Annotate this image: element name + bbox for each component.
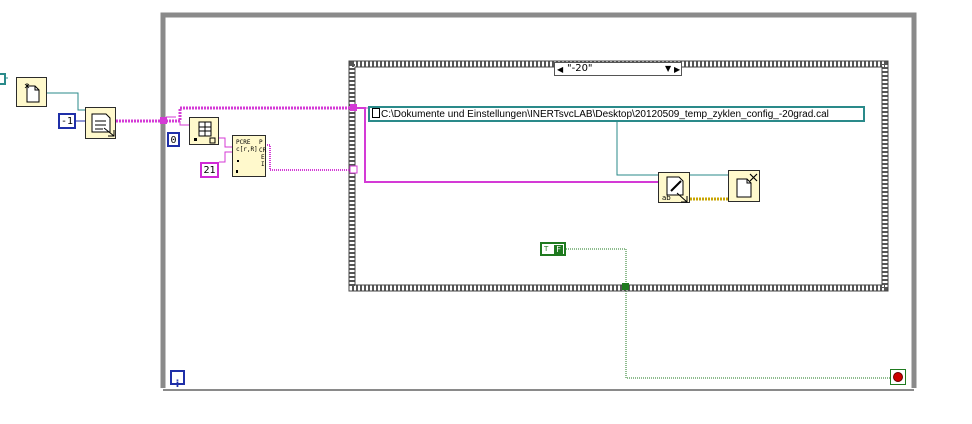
case-input-tunnel-2[interactable] [349,165,358,174]
refnum-terminal[interactable] [0,73,6,85]
while-loop-frame[interactable] [160,12,917,391]
case-selector-label: "-20" [567,63,593,74]
build-array-icon [194,121,216,144]
new-file-node[interactable] [16,77,47,107]
boolean-tunnel[interactable] [622,283,629,290]
case-input-tunnel[interactable] [350,104,357,111]
svg-text:P: P [259,139,263,146]
numeric-constant-minus-one[interactable]: -1 [58,113,76,129]
selector-dropdown-arrow[interactable]: ▼ [665,64,672,73]
boolean-wire [566,248,890,379]
write-text-file-icon: ab [662,176,688,203]
new-file-icon [24,83,40,103]
svg-text:CR: CR [259,147,267,154]
build-array-node[interactable] [189,117,219,145]
svg-text:PCRE: PCRE [236,139,251,146]
format-into-string-icon [91,113,115,137]
svg-text:I: I [261,161,265,168]
iteration-terminal-icon: i [175,379,180,390]
selector-left-arrow[interactable]: ◀ [557,65,564,74]
input-tunnel[interactable] [160,117,167,124]
stop-terminal[interactable] [890,369,906,385]
svg-text:E: E [261,154,265,161]
path-wire-case [616,122,660,176]
svg-text:ab: ab [662,194,671,202]
stop-button-icon [893,372,903,382]
close-file-node[interactable] [728,170,760,202]
case-structure-frame[interactable] [348,60,889,292]
false-label: F [554,245,563,254]
selector-right-arrow[interactable]: ▶ [674,65,681,74]
string-wire [116,106,660,183]
format-into-file-node[interactable] [85,107,116,139]
file-path-text: C:\Dokumente und Einstellungen\INERTsvcL… [381,109,829,120]
path-wire [47,92,86,111]
case-selector[interactable]: ◀ "-20" ▼ ▶ [554,62,682,76]
iteration-terminal[interactable]: i [170,370,185,390]
numeric-constant-zero[interactable]: 0 [167,132,180,147]
pick-line-icon: PCRE c[r,R] P CR E I [236,139,267,173]
boolean-false-constant[interactable]: T F [540,242,566,256]
pick-line-node[interactable]: PCRE c[r,R] P CR E I [232,135,267,177]
file-path-constant[interactable]: C:\Dokumente und Einstellungen\INERTsvcL… [368,106,865,122]
boolean-constant-icon: T [544,245,549,253]
write-text-file-node[interactable]: ab [658,172,690,203]
close-file-icon [736,173,758,198]
path-icon [372,108,380,118]
numeric-constant-twenty-one[interactable]: 21 [200,162,219,178]
svg-text:c[r,R]: c[r,R] [236,146,258,153]
